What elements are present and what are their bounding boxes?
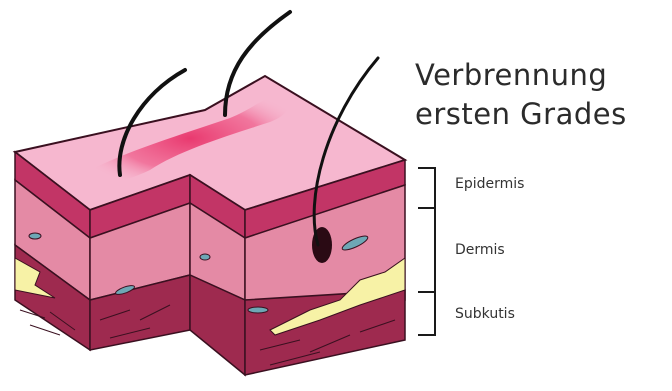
epidermis-bracket: [418, 168, 435, 208]
dermis-bracket: [418, 208, 435, 292]
inner-corner-face: [190, 175, 245, 375]
label-subkutis: Subkutis: [455, 306, 515, 322]
title-line-1: Verbrennung: [415, 58, 607, 92]
label-dermis: Dermis: [455, 242, 505, 258]
subkutis-bracket: [418, 292, 435, 335]
label-epidermis: Epidermis: [455, 176, 524, 192]
title-line-2: ersten Grades: [415, 97, 627, 131]
